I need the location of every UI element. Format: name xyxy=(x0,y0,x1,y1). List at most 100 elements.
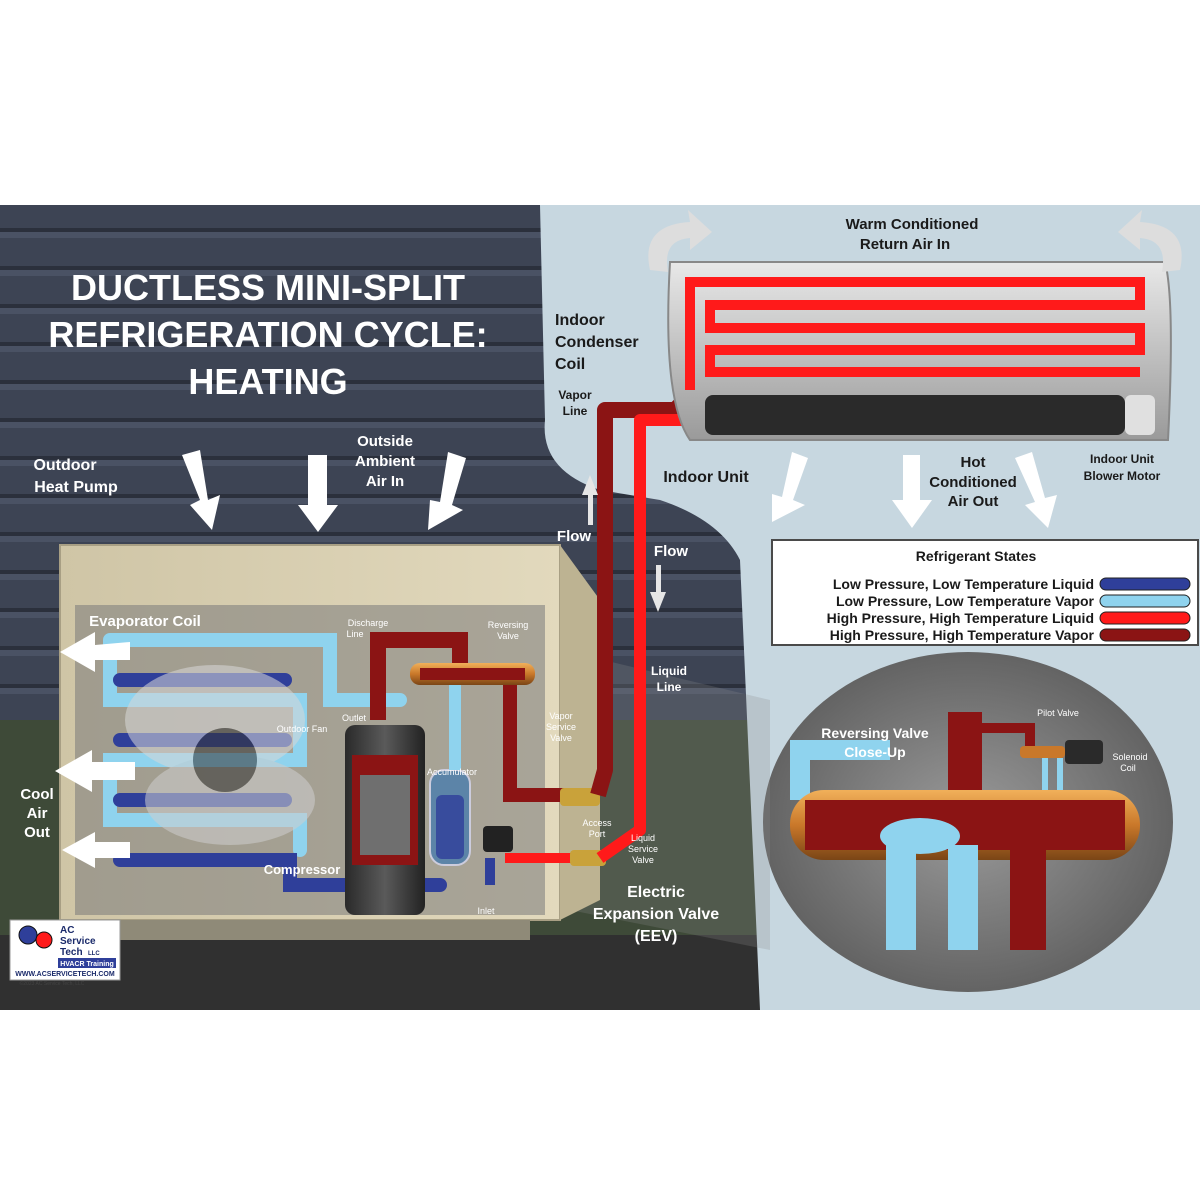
label-outlet: Outlet xyxy=(342,713,367,723)
label-hot-air-out-1: Hot xyxy=(961,454,986,471)
label-eev-2: Expansion Valve xyxy=(593,906,719,923)
label-outdoor-fan: Outdoor Fan xyxy=(277,724,328,734)
label-liquid-service-valve-1: Liquid xyxy=(631,833,655,843)
label-eev-3: (EEV) xyxy=(635,928,678,945)
outdoor-unit-base xyxy=(90,920,530,940)
legend-box xyxy=(771,539,1199,646)
legend-item-swatch xyxy=(1099,628,1191,642)
label-blower-motor-2: Blower Motor xyxy=(1084,469,1161,483)
label-cool-air-out-2: Air xyxy=(27,805,48,822)
label-pilot-valve: Pilot Valve xyxy=(1037,708,1079,718)
label-solenoid-coil-2: Coil xyxy=(1120,763,1136,773)
cool-air-arrow-3 xyxy=(62,832,130,868)
label-cool-air-out-1: Cool xyxy=(20,786,53,803)
outdoor-fan xyxy=(125,665,315,845)
logo-line-service: Service xyxy=(60,936,96,947)
label-compressor: Compressor xyxy=(264,862,341,877)
cool-air-out-arrows xyxy=(55,632,135,868)
label-hot-air-out-2: Conditioned xyxy=(929,474,1016,491)
label-indoor-condenser-coil-1: Indoor xyxy=(555,312,605,329)
label-liquid-service-valve-2: Service xyxy=(628,844,658,854)
return-air-arrow-right xyxy=(1118,210,1182,272)
cool-air-arrow-2 xyxy=(55,750,135,792)
discharge-line xyxy=(370,632,468,720)
hot-air-arrow-1 xyxy=(772,452,808,522)
label-outside-ambient-1: Outside xyxy=(357,433,413,450)
outside-air-in-arrows xyxy=(182,450,466,532)
label-evaporator-coil: Evaporator Coil xyxy=(89,613,201,630)
legend-item-label: High Pressure, High Temperature Liquid xyxy=(827,610,1094,626)
legend-item-label: Low Pressure, Low Temperature Vapor xyxy=(836,593,1095,609)
legend-item-swatch xyxy=(1099,594,1191,608)
logo-tagline: HVACR Training xyxy=(60,961,114,968)
label-vapor-service-valve-3: Valve xyxy=(550,733,572,743)
liquid-line-pipe xyxy=(596,414,690,863)
logo-line-tech: Tech xyxy=(60,947,83,958)
return-air-arrows xyxy=(648,210,1182,272)
flow-arrows xyxy=(582,475,666,612)
label-eev-1: Electric xyxy=(627,884,685,901)
indoor-unit-blower xyxy=(705,395,1125,435)
label-vapor-line-2: Line xyxy=(563,404,588,418)
closeup-solenoid-coil xyxy=(1065,740,1103,764)
label-indoor-condenser-coil-2: Condenser xyxy=(555,334,639,351)
logo-line-llc: LLC xyxy=(88,951,100,957)
label-vapor-service-valve-1: Vapor xyxy=(549,711,572,721)
legend-item-label: High Pressure, High Temperature Vapor xyxy=(830,627,1095,643)
label-access-port-2: Port xyxy=(589,829,606,839)
label-inlet: Inlet xyxy=(477,906,495,916)
flow-down-arrow xyxy=(650,565,666,612)
flow-up-arrow xyxy=(582,475,598,525)
logo-copyright: ©2023 AC Service Tech, LLC xyxy=(20,980,85,987)
outside-air-arrow-1 xyxy=(182,450,220,530)
label-flow-up: Flow xyxy=(557,528,591,545)
label-outside-ambient-3: Air In xyxy=(366,473,404,490)
legend-items: Low Pressure, Low Temperature LiquidLow … xyxy=(827,576,1191,643)
label-reversing-valve-1: Reversing xyxy=(488,620,529,630)
label-blower-motor-1: Indoor Unit xyxy=(1090,452,1154,466)
label-access-port-1: Access xyxy=(582,818,612,828)
label-discharge-line-1: Discharge xyxy=(348,618,389,628)
title-line-1: DUCTLESS MINI-SPLIT xyxy=(71,267,465,308)
company-logo: AC Service Tech LLC HVACR Training WWW.A… xyxy=(9,919,121,987)
reversing-valve-closeup xyxy=(790,712,1140,950)
indoor-condenser-coil-tubes xyxy=(685,277,1145,390)
service-valves xyxy=(560,788,606,866)
label-reversing-valve-2: Valve xyxy=(497,631,519,641)
label-liquid-line-1: Liquid xyxy=(651,664,687,678)
outside-air-arrow-3 xyxy=(428,452,466,530)
page-title: DUCTLESS MINI-SPLIT REFRIGERATION CYCLE:… xyxy=(48,267,487,402)
closeup-pilot-valve xyxy=(1020,746,1065,758)
label-closeup-2: Close-Up xyxy=(844,744,905,760)
label-liquid-line-2: Line xyxy=(657,680,682,694)
label-vapor-service-valve-2: Service xyxy=(546,722,576,732)
legend-title: Refrigerant States xyxy=(916,548,1037,564)
label-liquid-service-valve-3: Valve xyxy=(632,855,654,865)
logo-website: WWW.ACSERVICETECH.COM xyxy=(15,971,115,978)
closeup-discharge-tube xyxy=(948,712,982,802)
legend-item-label: Low Pressure, Low Temperature Liquid xyxy=(833,576,1094,592)
indoor-unit xyxy=(667,261,1172,441)
closeup-suction-tube-2 xyxy=(948,845,978,950)
accumulator xyxy=(429,769,471,866)
label-outside-ambient-2: Ambient xyxy=(355,453,415,470)
logo-line-ac: AC xyxy=(60,925,74,936)
return-air-arrow-left xyxy=(648,210,712,272)
hot-air-arrow-3 xyxy=(1015,452,1057,528)
title-line-3: HEATING xyxy=(188,361,347,402)
label-outdoor-heat-pump-2: Heat Pump xyxy=(34,479,118,496)
label-cool-air-out-3: Out xyxy=(24,824,50,841)
title-line-2: REFRIGERATION CYCLE: xyxy=(48,314,487,355)
reversing-valve xyxy=(410,663,575,802)
label-outdoor-heat-pump-1: Outdoor xyxy=(33,457,96,474)
outdoor-unit-hood xyxy=(560,545,600,920)
indoor-unit-blower-motor xyxy=(1125,395,1155,435)
label-accumulator: Accumulator xyxy=(427,767,477,777)
legend-item-swatch xyxy=(1099,577,1191,591)
labels: Outdoor Heat Pump Outside Ambient Air In… xyxy=(20,216,1160,945)
closeup-suction-tube-1 xyxy=(886,845,916,950)
cool-air-arrow-1 xyxy=(60,632,130,672)
label-vapor-line-1: Vapor xyxy=(558,388,592,402)
outside-air-arrow-2 xyxy=(298,455,338,532)
